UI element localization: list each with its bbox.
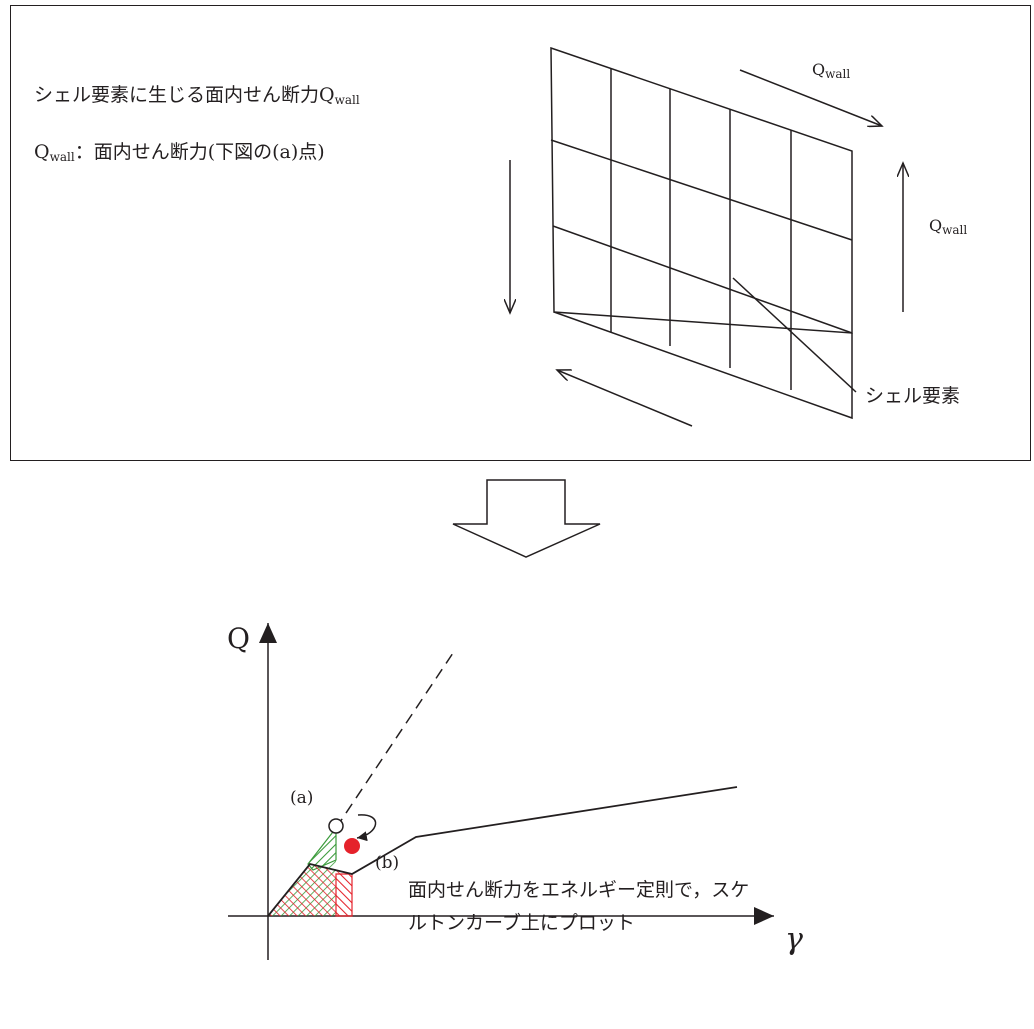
shell-grid-hline xyxy=(550,139,853,241)
arrow-label-top: Qwall xyxy=(812,60,850,81)
shell-element-leader xyxy=(732,277,857,393)
shear-force-title-text: シェル要素に生じる面内せん断力Q xyxy=(34,84,335,106)
point-a-label: (a) xyxy=(290,788,314,808)
shell-grid-lower-edge xyxy=(553,311,853,420)
shear-force-title-sub: wall xyxy=(334,93,360,107)
shell-grid-hline xyxy=(552,225,853,334)
qwall-definition: Qwall：面内せん断力(下図の(a)点) xyxy=(34,137,325,164)
shell-element-panel xyxy=(10,5,1031,461)
curved-transfer-arrow xyxy=(356,814,377,842)
arrow-label-right: Qwall xyxy=(929,216,967,237)
shear-arrow-top xyxy=(739,69,882,126)
qwall-symbol-sub: wall xyxy=(49,150,75,164)
qwall-symbol: Q xyxy=(34,141,50,163)
shear-force-title: シェル要素に生じる面内せん断力Qwall xyxy=(34,80,360,107)
point-a-marker xyxy=(328,818,344,834)
arrow-label-right-sub: wall xyxy=(942,223,968,237)
arrow-label-top-q: Q xyxy=(812,60,826,79)
arrow-label-top-sub: wall xyxy=(825,67,851,81)
elastic-extension-dashed xyxy=(335,649,456,829)
x-axis-label: γ xyxy=(785,922,803,957)
arrow-label-right-q: Q xyxy=(929,216,943,235)
down-arrow-icon xyxy=(452,479,601,558)
shell-grid xyxy=(550,46,853,420)
shear-arrow-bottom xyxy=(557,370,693,427)
skeleton-curve xyxy=(267,786,738,917)
shell-element-label: シェル要素 xyxy=(865,385,961,407)
caption-line-2: ルトンカーブ上にプロット xyxy=(408,912,635,934)
qwall-definition-text: ：面内せん断力(下図の(a)点) xyxy=(74,141,325,163)
y-axis-label: Q xyxy=(227,622,250,655)
energy-area-red-strip xyxy=(335,873,353,917)
energy-area-red xyxy=(268,864,352,916)
caption-line-1: 面内せん断力をエネルギー定則で，スケ xyxy=(408,879,750,901)
point-b-marker xyxy=(344,838,360,854)
